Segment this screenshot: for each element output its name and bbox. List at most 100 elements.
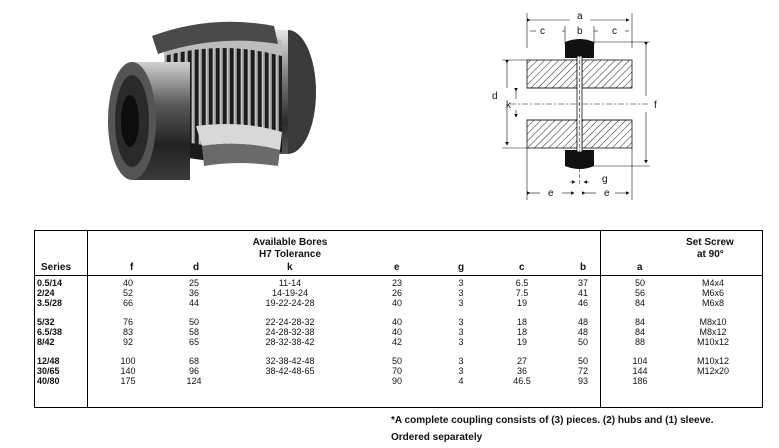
cell-set-screw xyxy=(685,377,741,387)
cell-f: 140 xyxy=(120,366,136,377)
cell-a: 50 xyxy=(634,278,645,288)
cell-c: 6.5 xyxy=(515,278,529,288)
header-k: k xyxy=(287,262,293,273)
cell-b: 46 xyxy=(577,297,588,308)
cell-c: 19 xyxy=(516,336,527,347)
cell-series: 6.5/38 xyxy=(37,326,63,337)
cell-k: 11-14 xyxy=(278,278,302,288)
cell-g: 3 xyxy=(458,356,464,367)
header-d: d xyxy=(193,262,200,273)
cell-d: 124 xyxy=(186,375,202,386)
cell-series: 8/42 xyxy=(37,336,55,347)
dim-label-b: b xyxy=(577,26,583,37)
column-c: 6.5 7.5 19 18 18 19 27 36 46.5 xyxy=(507,278,537,387)
coupling-spec-table: Series f d Available Bores H7 Tolerance … xyxy=(34,230,763,408)
cell-f: 40 xyxy=(122,278,133,288)
cell-d: 68 xyxy=(188,356,199,367)
cell-b: 37 xyxy=(577,278,588,288)
cell-b: 48 xyxy=(577,326,588,337)
cell-series: 12/48 xyxy=(37,356,60,367)
cell-g: 3 xyxy=(458,297,464,308)
cell-series: 0.5/14 xyxy=(37,278,63,288)
cell-e: 40 xyxy=(391,297,402,308)
cell-set-screw: M8x10 xyxy=(699,317,727,328)
cell-e: 26 xyxy=(391,287,402,298)
cell-e: 40 xyxy=(391,317,402,328)
cell-d: 65 xyxy=(188,336,199,347)
cell-g: 3 xyxy=(458,278,464,288)
coupling-dimension-drawing: a c b c d k f g e e xyxy=(492,11,657,200)
table-divider xyxy=(87,231,88,407)
column-series: 0.5/14 2/24 3.5/28 5/32 6.5/38 8/42 12/4… xyxy=(37,278,85,387)
cell-d: 58 xyxy=(188,326,199,337)
cell-series: 2/24 xyxy=(37,287,55,298)
cell-series: 30/65 xyxy=(37,366,60,377)
header-series: Series xyxy=(41,262,72,273)
column-a: 50 56 84 84 84 88 104 144 186 xyxy=(625,278,655,387)
header-set-screw: Set Screw xyxy=(686,237,734,248)
dim-label-e-right: e xyxy=(604,188,610,199)
cell-set-screw: M4x4 xyxy=(701,278,724,288)
cell-c: 18 xyxy=(516,326,527,337)
cell-g: 3 xyxy=(458,287,464,298)
column-e: 23 26 40 40 40 42 50 70 90 xyxy=(382,278,412,387)
header-e: e xyxy=(394,262,400,273)
dim-label-e-left: e xyxy=(548,188,554,199)
cell-set-screw: M6x8 xyxy=(701,297,724,308)
cell-k: 32-38-42-48 xyxy=(265,356,315,367)
column-g: 3 3 3 3 3 3 3 3 4 xyxy=(446,278,476,387)
cell-b: 50 xyxy=(577,356,588,367)
cell-d: 50 xyxy=(188,317,199,328)
cell-d: 25 xyxy=(188,278,199,288)
cell-f: 92 xyxy=(122,336,133,347)
cell-g: 3 xyxy=(458,366,464,377)
cell-k: 28-32-38-42 xyxy=(265,336,315,347)
cell-b: 72 xyxy=(577,366,588,377)
cell-b: 41 xyxy=(577,287,588,298)
dim-label-g: g xyxy=(602,174,608,185)
cell-e: 90 xyxy=(391,375,402,386)
cell-series: 5/32 xyxy=(37,317,55,328)
cell-e: 23 xyxy=(391,278,402,288)
cell-series: 3.5/28 xyxy=(37,297,63,308)
cell-f: 175 xyxy=(120,375,136,386)
cell-series: 40/80 xyxy=(37,375,60,386)
cell-e: 40 xyxy=(391,326,402,337)
cell-c: 36 xyxy=(516,366,527,377)
cell-a: 88 xyxy=(634,336,645,347)
cell-a: 56 xyxy=(634,287,645,298)
cell-b: 48 xyxy=(577,317,588,328)
coupling-photo xyxy=(108,21,316,180)
cell-c: 46.5 xyxy=(513,375,531,386)
cell-set-screw: M12x20 xyxy=(696,366,730,377)
cell-k: 19-22-24-28 xyxy=(265,297,315,308)
dim-label-a: a xyxy=(577,11,583,22)
cell-k: 38-42-48-65 xyxy=(265,366,315,377)
header-g: g xyxy=(458,262,465,273)
header-c: c xyxy=(519,262,525,273)
header-available-bores: Available Bores xyxy=(252,237,328,248)
cell-a: 186 xyxy=(632,375,648,386)
table-header-rule xyxy=(35,275,762,276)
cell-k: 14-19-24 xyxy=(271,287,309,298)
cell-e: 70 xyxy=(391,366,402,377)
cell-g: 4 xyxy=(458,375,464,386)
cell-g: 3 xyxy=(458,336,464,347)
cell-c: 18 xyxy=(516,317,527,328)
cell-d: 36 xyxy=(188,287,199,298)
column-f: 40 52 66 76 83 92 100 140 175 xyxy=(113,278,143,387)
cell-a: 144 xyxy=(632,366,648,377)
header-f: f xyxy=(130,262,134,273)
cell-set-screw: M8x12 xyxy=(699,326,727,337)
cell-d: 96 xyxy=(188,366,199,377)
footnote-line-2: Ordered separately xyxy=(391,432,483,443)
cell-k xyxy=(245,377,335,387)
dim-label-f: f xyxy=(654,100,657,111)
cell-a: 84 xyxy=(634,297,645,308)
column-b: 37 41 46 48 48 50 50 72 93 xyxy=(568,278,598,387)
cell-e: 50 xyxy=(391,356,402,367)
dim-label-k: k xyxy=(506,100,512,111)
cell-a: 84 xyxy=(634,317,645,328)
cell-set-screw: M6x6 xyxy=(701,287,724,298)
table-divider xyxy=(600,231,601,407)
